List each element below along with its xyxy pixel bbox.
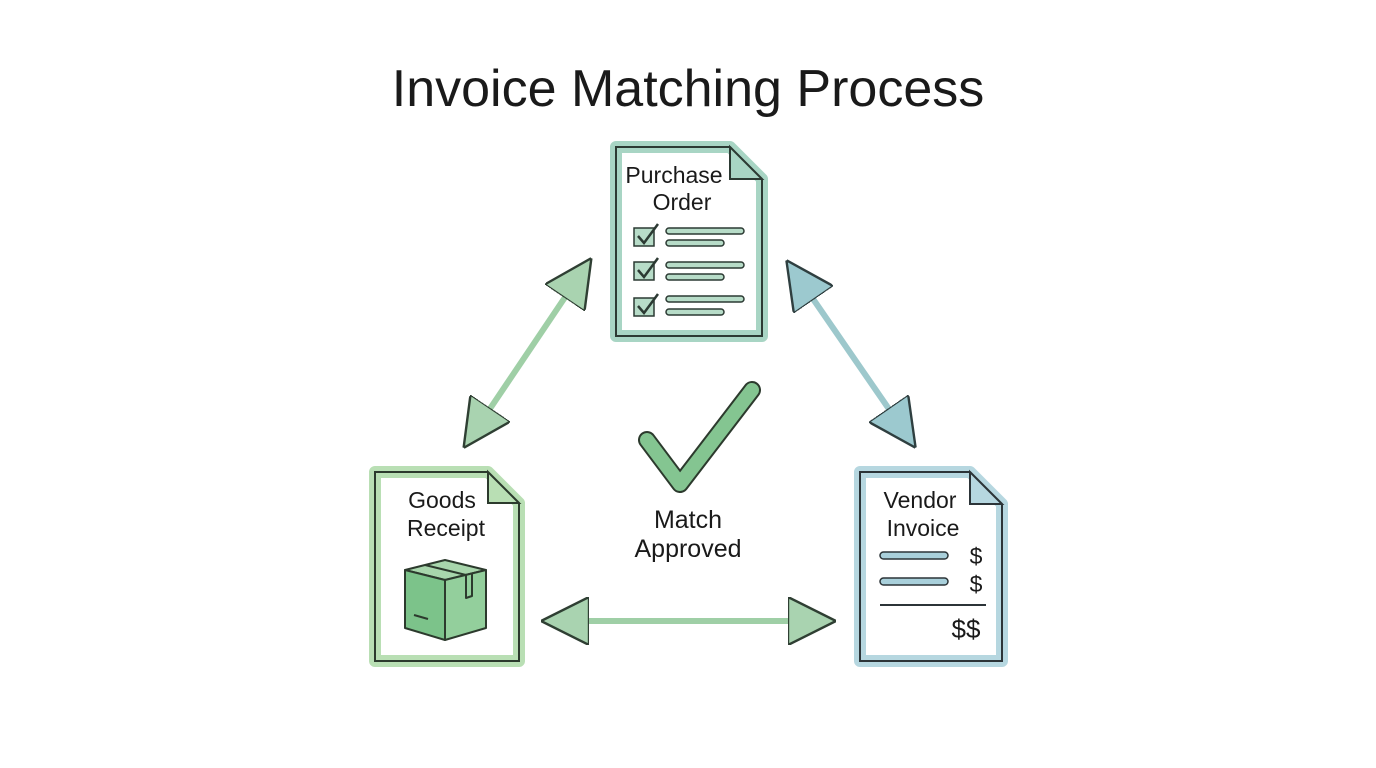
arrow-po-goods-receipt bbox=[477, 278, 578, 428]
line-item-amount: $ bbox=[970, 571, 983, 597]
goods-receipt-label-line1: Goods bbox=[408, 487, 476, 513]
arrow-po-vendor-invoice bbox=[800, 280, 902, 428]
checkmark-fill bbox=[640, 383, 759, 491]
line-item-bar bbox=[879, 577, 949, 586]
purchase-order-label-line1: Purchase bbox=[625, 162, 722, 188]
checklist-icon bbox=[633, 223, 745, 317]
folded-corner-icon bbox=[729, 144, 765, 180]
vendor-invoice-label-line2: Invoice bbox=[887, 515, 960, 541]
match-status-line2: Approved bbox=[634, 535, 741, 563]
purchase-order-document: Purchase Order bbox=[610, 141, 768, 342]
package-box-icon bbox=[404, 559, 487, 641]
folded-corner-icon bbox=[487, 469, 522, 504]
match-status-line1: Match bbox=[654, 506, 722, 534]
vendor-invoice-label-line1: Vendor bbox=[884, 487, 957, 513]
line-item-amount: $ bbox=[970, 543, 983, 569]
purchase-order-label-line2: Order bbox=[653, 189, 712, 215]
line-item-bar bbox=[879, 551, 949, 560]
goods-receipt-document: Goods Receipt bbox=[369, 466, 525, 667]
folded-corner-icon bbox=[969, 469, 1005, 505]
vendor-invoice-document: Vendor Invoice $ $ $$ bbox=[854, 466, 1008, 667]
invoice-total: $$ bbox=[952, 614, 981, 644]
page-title: Invoice Matching Process bbox=[392, 60, 985, 118]
goods-receipt-label-line2: Receipt bbox=[407, 515, 486, 541]
